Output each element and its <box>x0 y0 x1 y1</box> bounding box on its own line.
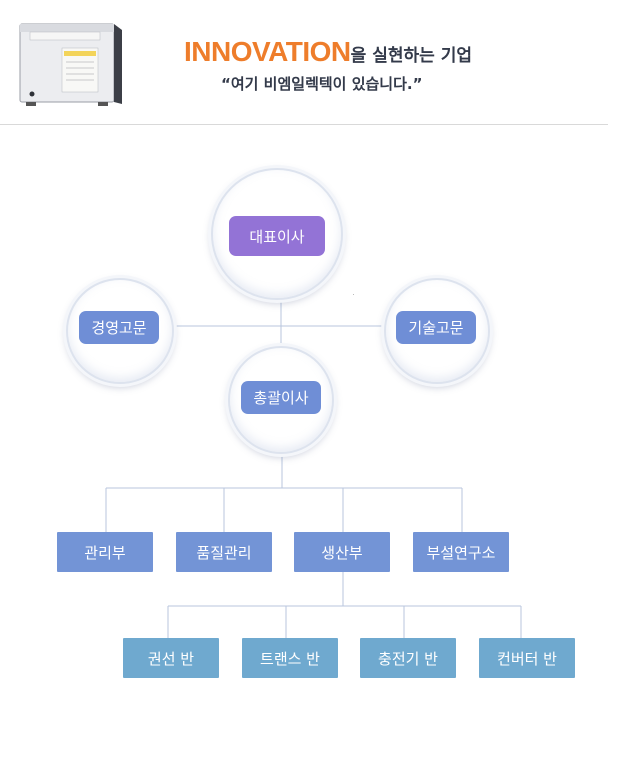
management-advisor-node: 경영고문 <box>79 311 159 344</box>
production-team-box: 충전기 반 <box>360 638 456 678</box>
production-team-box: 권선 반 <box>123 638 219 678</box>
product-image <box>19 23 122 106</box>
department-box: 품질관리 <box>176 532 272 572</box>
department-box: 관리부 <box>57 532 153 572</box>
slogan-highlight: INNOVATION <box>184 36 351 67</box>
quote: “여기 비엠일렉텍이 있습니다.” <box>221 75 423 93</box>
general-director-node: 총괄이사 <box>241 381 321 414</box>
ceo-node: 대표이사 <box>229 216 325 256</box>
department-box: 부설연구소 <box>413 532 509 572</box>
slogan-rest: 실현하는 기업 <box>372 46 473 66</box>
production-team-box: 컨버터 반 <box>479 638 575 678</box>
stray-dot <box>353 294 354 295</box>
header-divider <box>0 124 608 125</box>
department-box: 생산부 <box>294 532 390 572</box>
technical-advisor-node: 기술고문 <box>396 311 476 344</box>
slogan-particle: 을 <box>350 46 367 66</box>
production-team-box: 트랜스 반 <box>242 638 338 678</box>
